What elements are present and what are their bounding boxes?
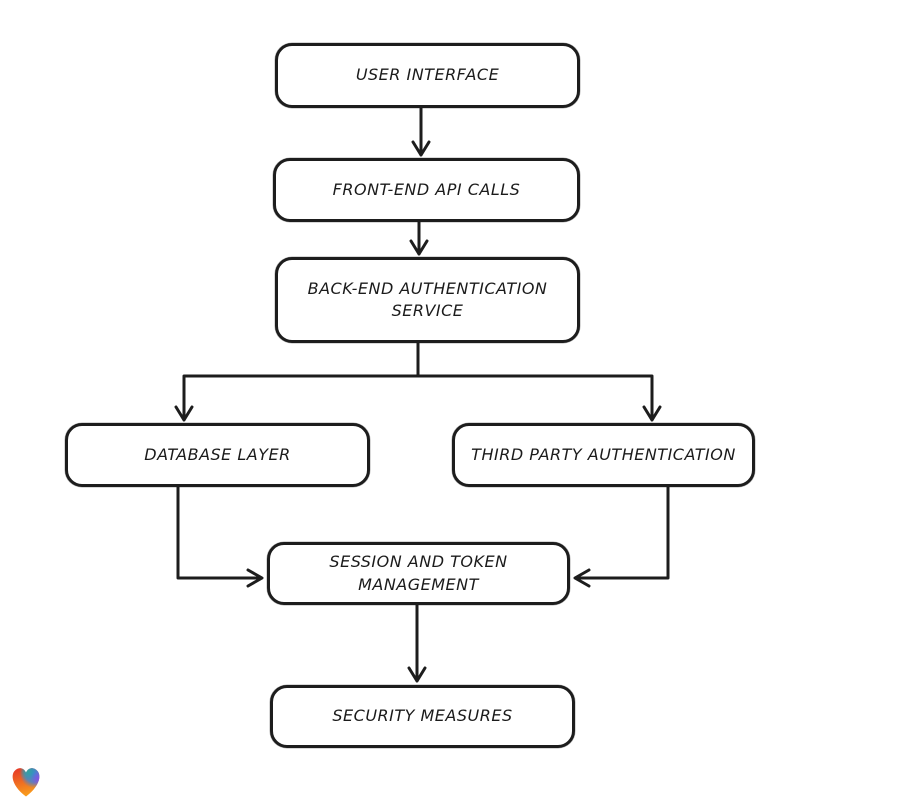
edge-third-party-authentication-to-session-and-token-management	[573, 485, 670, 588]
edge-back-end-authentication-service-to-third-party-authentication	[416, 374, 662, 422]
edge-front-end-api-calls-to-back-end-authentication-service	[409, 220, 429, 256]
node-user-interface: USER INTERFACE	[275, 43, 580, 108]
node-third-party-authentication: THIRD PARTY AUTHENTICATION	[452, 423, 755, 487]
node-database-layer-label: DATABASE LAYER	[144, 444, 291, 464]
node-session-and-token-management-label: SESSION AND TOKEN MANAGEMENT	[329, 552, 508, 594]
node-front-end-api-calls: FRONT-END API CALLS	[273, 158, 580, 222]
node-session-and-token-management: SESSION AND TOKEN MANAGEMENT	[267, 542, 570, 605]
node-back-end-authentication-service-label: BACK-END AUTHENTICATION SERVICE	[307, 278, 548, 320]
heart-logo[interactable]	[8, 764, 44, 800]
node-security-measures-label: SECURITY MEASURES	[332, 706, 513, 726]
edge-session-and-token-management-to-security-measures	[407, 603, 427, 683]
edge-back-end-authentication-service-to-database-layer	[174, 341, 420, 422]
node-database-layer: DATABASE LAYER	[65, 423, 370, 487]
edge-user-interface-to-front-end-api-calls	[411, 106, 431, 157]
edge-database-layer-to-session-and-token-management	[176, 485, 264, 588]
node-back-end-authentication-service: BACK-END AUTHENTICATION SERVICE	[275, 257, 580, 343]
heart-icon	[12, 768, 40, 797]
node-front-end-api-calls-label: FRONT-END API CALLS	[332, 179, 521, 199]
node-user-interface-label: USER INTERFACE	[355, 65, 500, 85]
node-security-measures: SECURITY MEASURES	[270, 685, 575, 748]
node-third-party-authentication-label: THIRD PARTY AUTHENTICATION	[471, 444, 736, 464]
